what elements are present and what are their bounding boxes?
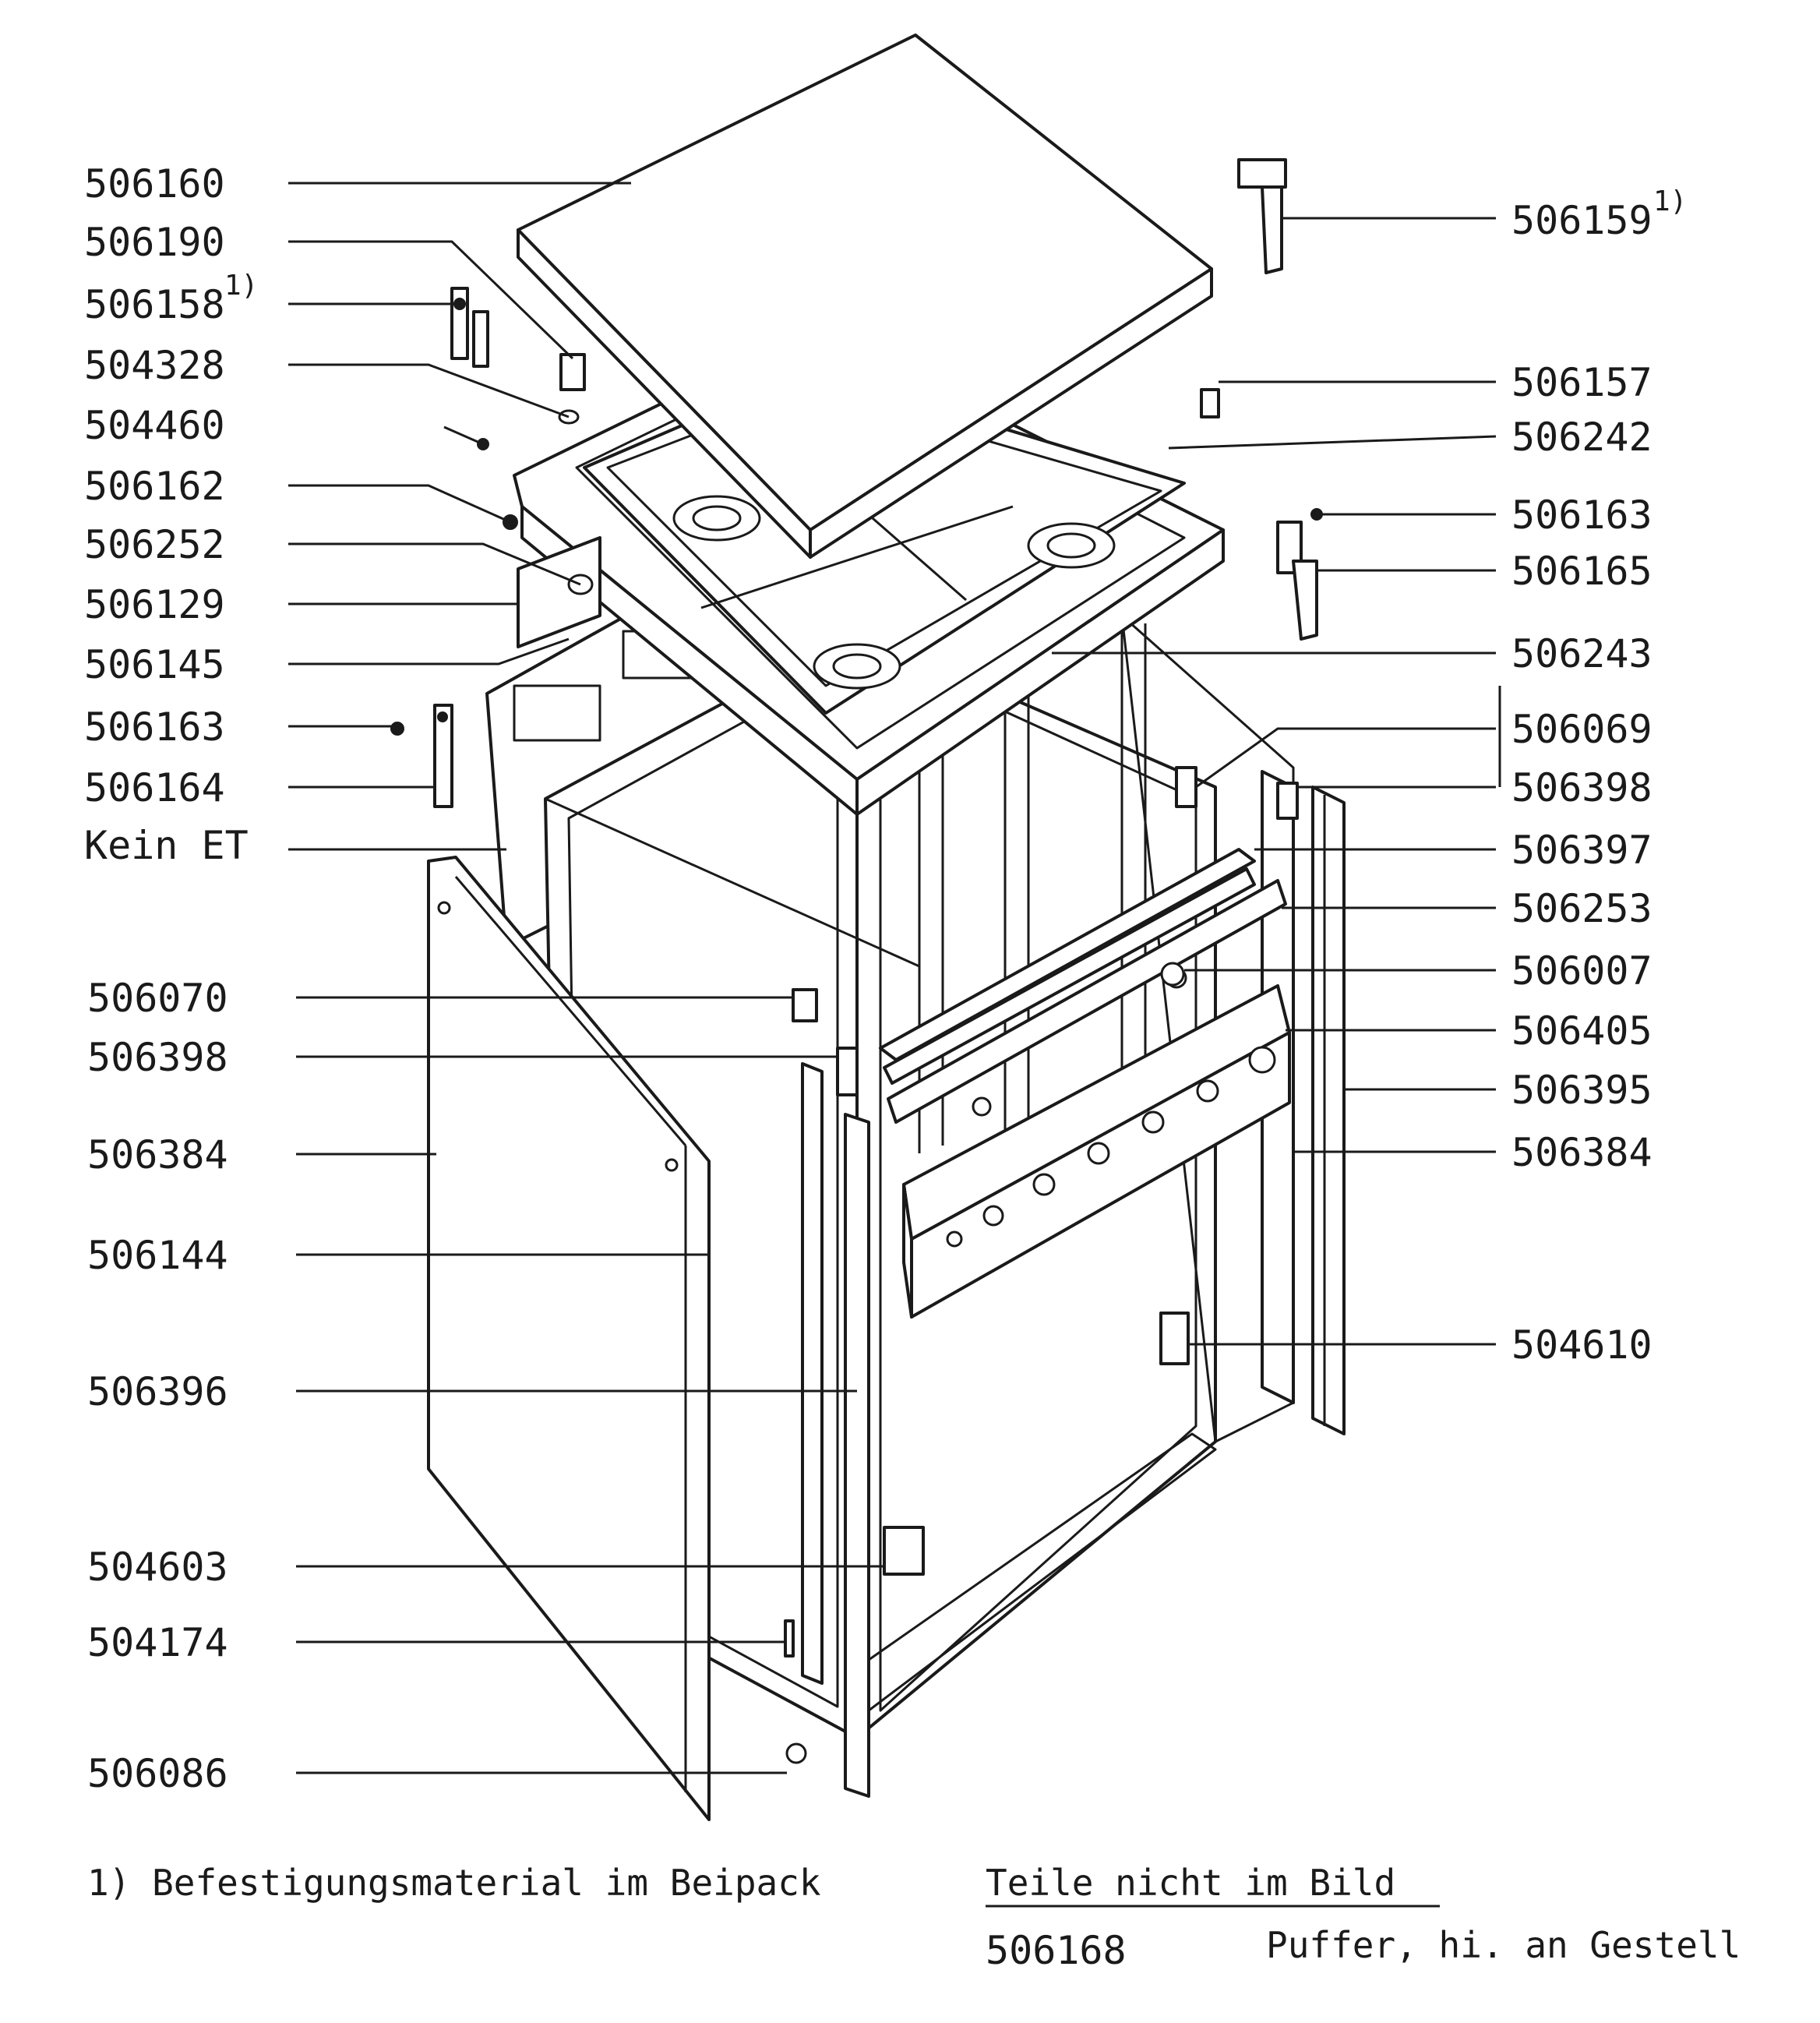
- not-shown-heading: Teile nicht im Bild: [986, 1862, 1395, 1904]
- callout-506070: 506070: [87, 976, 228, 1021]
- clip-506157: [1200, 388, 1220, 418]
- callout-506129: 506129: [84, 582, 225, 627]
- bracket-506398-right: [1276, 782, 1299, 820]
- callout-506253: 506253: [1511, 886, 1652, 931]
- lower-rail: [887, 879, 1287, 1124]
- callout-506395: 506395: [1511, 1068, 1652, 1113]
- fastener: [972, 1096, 992, 1117]
- left-rear-post: [801, 1062, 824, 1685]
- hinge-506165: [1276, 521, 1318, 641]
- upper-front-rail: [879, 848, 1256, 1061]
- callout-506398-left: 506398: [87, 1035, 228, 1080]
- callout-506384-left: 506384: [87, 1132, 228, 1177]
- callout-506145: 506145: [84, 642, 225, 687]
- bracket-506398-left: [836, 1047, 859, 1096]
- callout-506160: 506160: [84, 161, 225, 207]
- left-front-post: [844, 1113, 870, 1798]
- footnote: 1) Befestigungsmaterial im Beipack: [87, 1862, 821, 1904]
- right-front-post: [1311, 786, 1346, 1435]
- front-left-side-panel: [427, 856, 711, 1821]
- labels-left: 506160 506190 506158 1) 504328 504460 50…: [84, 161, 258, 1796]
- callout-506086: 506086: [87, 1751, 228, 1796]
- screw-506163-left: [390, 722, 404, 736]
- callout-506159: 506159: [1511, 198, 1652, 243]
- callout-504610: 504610: [1511, 1322, 1652, 1368]
- hinge-506164: [433, 704, 453, 808]
- callout-506252: 506252: [84, 522, 225, 567]
- hinge-506159: [1237, 158, 1287, 274]
- panel-hole: [437, 901, 451, 915]
- callout-506164: 506164: [84, 765, 225, 810]
- labels-right: 506159 1) 506157 506242 506163 506165 50…: [1511, 185, 1687, 1368]
- control-panel: [902, 984, 1291, 1319]
- screw-504174: [784, 1619, 795, 1658]
- upper-front-rail: [883, 867, 1256, 1085]
- foot-506086: [785, 1742, 807, 1764]
- callout-506398-right: 506398: [1511, 765, 1652, 810]
- not-shown-item-desc: Puffer, hi. an Gestell: [1266, 1924, 1741, 1966]
- callout-506384-right: 506384: [1511, 1130, 1652, 1175]
- callout-506396: 506396: [87, 1369, 228, 1414]
- bracket-506069: [1175, 766, 1197, 808]
- appliance-drawing: [390, 34, 1346, 1821]
- callout-504603: 504603: [87, 1545, 228, 1590]
- callout-506397: 506397: [1511, 828, 1652, 873]
- callout-504328: 504328: [84, 343, 225, 388]
- notes: 1) Befestigungsmaterial im Beipack Teile…: [87, 1862, 1741, 1973]
- callout-506243: 506243: [1511, 631, 1652, 676]
- callout-506190: 506190: [84, 220, 225, 265]
- catch-504603: [883, 1526, 925, 1576]
- callout-506158-note: 1): [224, 270, 258, 302]
- callout-506165: 506165: [1511, 549, 1652, 594]
- hinge-left-506158: [450, 287, 489, 368]
- bracket-506070: [792, 988, 818, 1022]
- callout-506158: 506158: [84, 282, 225, 327]
- side-block: [517, 536, 601, 648]
- leader-lines-left: [288, 182, 884, 1774]
- clip-506190: [559, 353, 586, 391]
- callout-kein-et: Kein ET: [84, 823, 249, 868]
- callout-504460: 504460: [84, 403, 225, 448]
- callout-504174: 504174: [87, 1620, 228, 1665]
- callout-506144: 506144: [87, 1233, 228, 1278]
- panel-cutout: [513, 684, 601, 742]
- callout-506007: 506007: [1511, 948, 1652, 994]
- not-shown-item-id: 506168: [986, 1928, 1127, 1973]
- callout-506162: 506162: [84, 464, 225, 509]
- callout-506405: 506405: [1511, 1008, 1652, 1054]
- callout-506159-note: 1): [1653, 185, 1687, 217]
- panel-hole: [665, 1158, 679, 1172]
- callout-506157: 506157: [1511, 360, 1652, 405]
- leader-lines-right: [1052, 217, 1501, 1346]
- lid: [517, 34, 1213, 559]
- callout-506242: 506242: [1511, 415, 1652, 460]
- callout-506069: 506069: [1511, 707, 1652, 752]
- bottom-frame: [867, 1432, 1217, 1712]
- callout-506163-right: 506163: [1511, 493, 1652, 538]
- catch-504610: [1159, 1312, 1190, 1365]
- plug-506007: [1160, 962, 1185, 987]
- callout-506163-left: 506163: [84, 704, 225, 750]
